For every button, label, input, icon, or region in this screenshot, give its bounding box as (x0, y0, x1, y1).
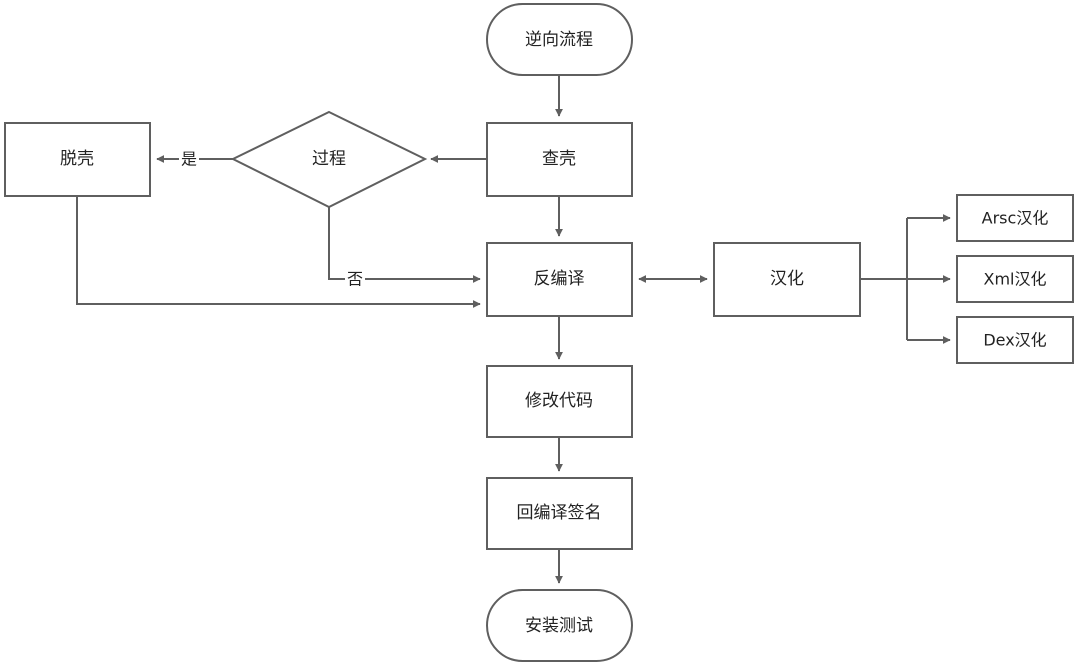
node-install-test: 安装测试 (486, 589, 633, 662)
node-check-shell-label: 查壳 (542, 149, 576, 169)
node-recompile-sign-label: 回编译签名 (517, 503, 602, 523)
edge-label-yes: 是 (181, 150, 197, 169)
node-arsc-label: Arsc汉化 (982, 209, 1049, 228)
node-check-shell: 查壳 (486, 122, 633, 197)
node-decompile-label: 反编译 (534, 269, 585, 289)
node-process-label: 过程 (312, 149, 346, 169)
edge-label-no: 否 (347, 270, 363, 289)
edge-unpack-to-decompile (76, 196, 481, 308)
edge-labels: 是 否 (179, 150, 365, 289)
node-process: 过程 (230, 110, 428, 209)
node-unpack: 脱壳 (4, 122, 151, 197)
node-dex-label: Dex汉化 (983, 331, 1046, 350)
node-arsc: Arsc汉化 (956, 194, 1074, 242)
node-start: 逆向流程 (486, 3, 633, 76)
node-dex: Dex汉化 (956, 316, 1074, 364)
node-xml: Xml汉化 (956, 255, 1074, 303)
node-start-label: 逆向流程 (525, 30, 593, 50)
node-decompile: 反编译 (486, 242, 633, 317)
node-modify-code: 修改代码 (486, 365, 633, 438)
edges (76, 75, 951, 584)
edge-process-to-decompile (328, 207, 481, 283)
nodes: 逆向流程 查壳 过程 脱壳 反编译 汉化 Arsc汉 (4, 3, 1074, 662)
node-localize: 汉化 (713, 242, 861, 317)
node-unpack-label: 脱壳 (60, 149, 94, 169)
node-localize-label: 汉化 (770, 269, 804, 289)
node-recompile-sign: 回编译签名 (486, 477, 633, 550)
node-xml-label: Xml汉化 (984, 270, 1047, 289)
node-install-test-label: 安装测试 (525, 616, 593, 636)
node-modify-code-label: 修改代码 (525, 391, 593, 411)
